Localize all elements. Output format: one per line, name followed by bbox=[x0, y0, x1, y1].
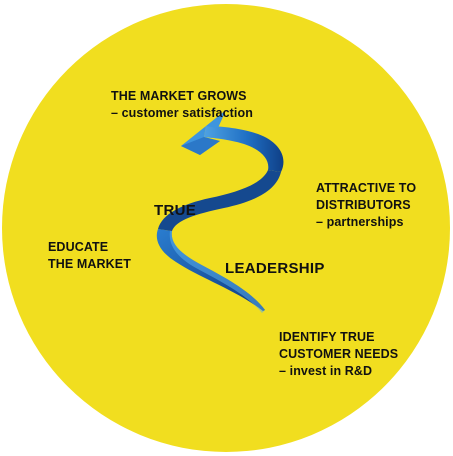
spiral-arrow-highlight bbox=[169, 231, 265, 313]
word-leadership: LEADERSHIP bbox=[225, 260, 325, 277]
background-circle bbox=[2, 4, 450, 452]
label-identify-line1: IDENTIFY TRUE bbox=[279, 330, 375, 344]
label-attractive-distributors: ATTRACTIVE TO DISTRIBUTORS – partnership… bbox=[316, 180, 416, 231]
label-educate-line2: THE MARKET bbox=[48, 257, 131, 271]
label-market-grows-line2: – customer satisfaction bbox=[111, 106, 253, 120]
spiral-arrow-upper bbox=[204, 126, 284, 172]
label-market-grows: THE MARKET GROWS – customer satisfaction bbox=[111, 88, 253, 122]
label-attractive-line1: ATTRACTIVE TO bbox=[316, 181, 417, 195]
label-identify-line2: CUSTOMER NEEDS bbox=[279, 347, 399, 361]
label-educate-line1: EDUCATE bbox=[48, 240, 109, 254]
spiral-arrow-head-shade bbox=[181, 137, 220, 155]
label-attractive-line2: DISTRIBUTORS bbox=[316, 198, 411, 212]
word-true: TRUE bbox=[154, 202, 197, 219]
label-educate-market: EDUCATE THE MARKET bbox=[48, 239, 131, 273]
label-attractive-line3: – partnerships bbox=[316, 215, 404, 229]
label-market-grows-line1: THE MARKET GROWS bbox=[111, 89, 247, 103]
label-identify-needs: IDENTIFY TRUE CUSTOMER NEEDS – invest in… bbox=[279, 329, 398, 380]
spiral-arrow-middle bbox=[158, 170, 281, 231]
label-identify-line3: – invest in R&D bbox=[279, 364, 373, 378]
